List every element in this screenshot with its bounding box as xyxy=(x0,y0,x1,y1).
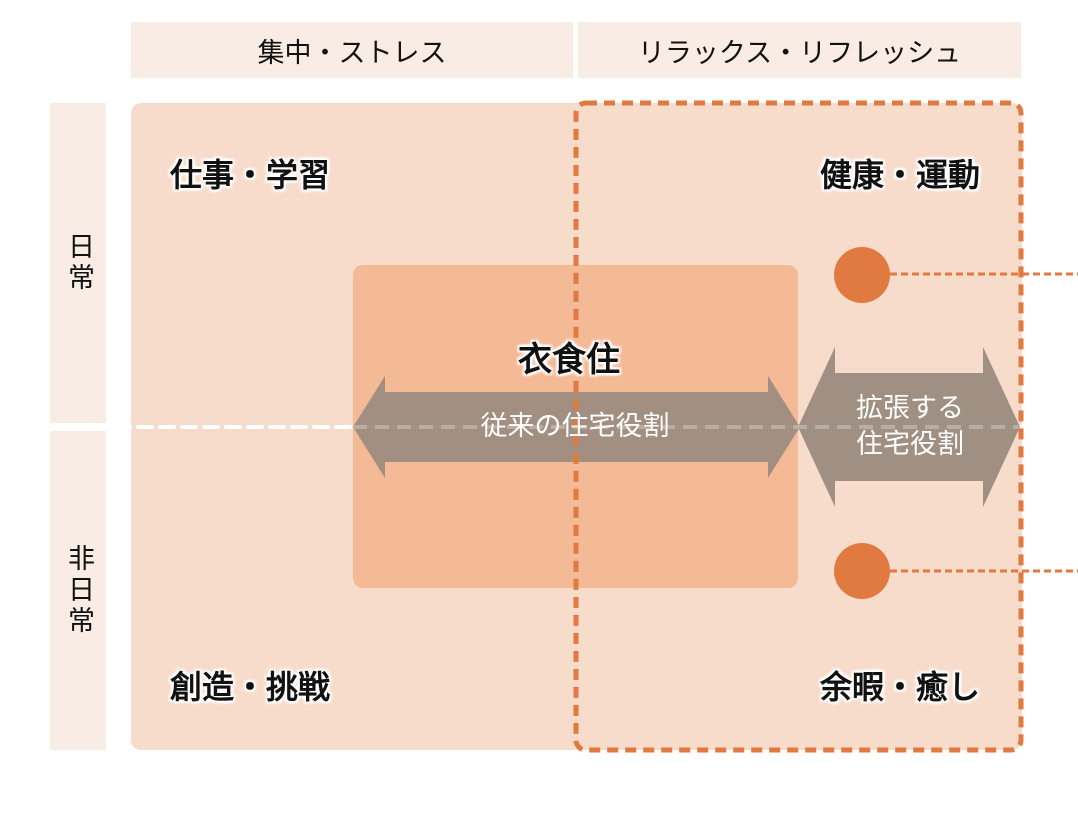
row-header-nondaily: 非日常 xyxy=(50,431,106,750)
quadrant-label-creation-challenge: 創造・挑戦 xyxy=(170,668,331,706)
marker-circle-bottom xyxy=(834,543,890,599)
traditional-role-label: 従来の住宅役割 xyxy=(480,411,670,442)
core-label: 衣食住 xyxy=(518,340,620,380)
column-header-relax-label: リラックス・リフレッシュ xyxy=(637,37,962,69)
row-header-daily: 日常 xyxy=(50,103,106,423)
column-header-stress-label: 集中・ストレス xyxy=(257,37,447,69)
column-header-relax: リラックス・リフレッシュ xyxy=(578,22,1021,78)
row-header-daily-label: 日常 xyxy=(63,232,94,294)
quadrant-label-leisure-healing: 余暇・癒し xyxy=(819,668,980,706)
quadrant-label-health-exercise: 健康・運動 xyxy=(819,156,980,194)
expansion-boundary xyxy=(573,100,1024,753)
expanding-role-line1: 拡張する xyxy=(856,393,964,424)
expanding-role-line2: 住宅役割 xyxy=(856,429,964,460)
row-header-nondaily-label: 非日常 xyxy=(63,544,94,637)
marker-circle-top xyxy=(834,247,890,303)
expanding-role-label: 拡張する 住宅役割 xyxy=(830,391,990,463)
quadrant-label-work-study: 仕事・学習 xyxy=(170,156,331,194)
column-header-stress: 集中・ストレス xyxy=(131,22,573,78)
